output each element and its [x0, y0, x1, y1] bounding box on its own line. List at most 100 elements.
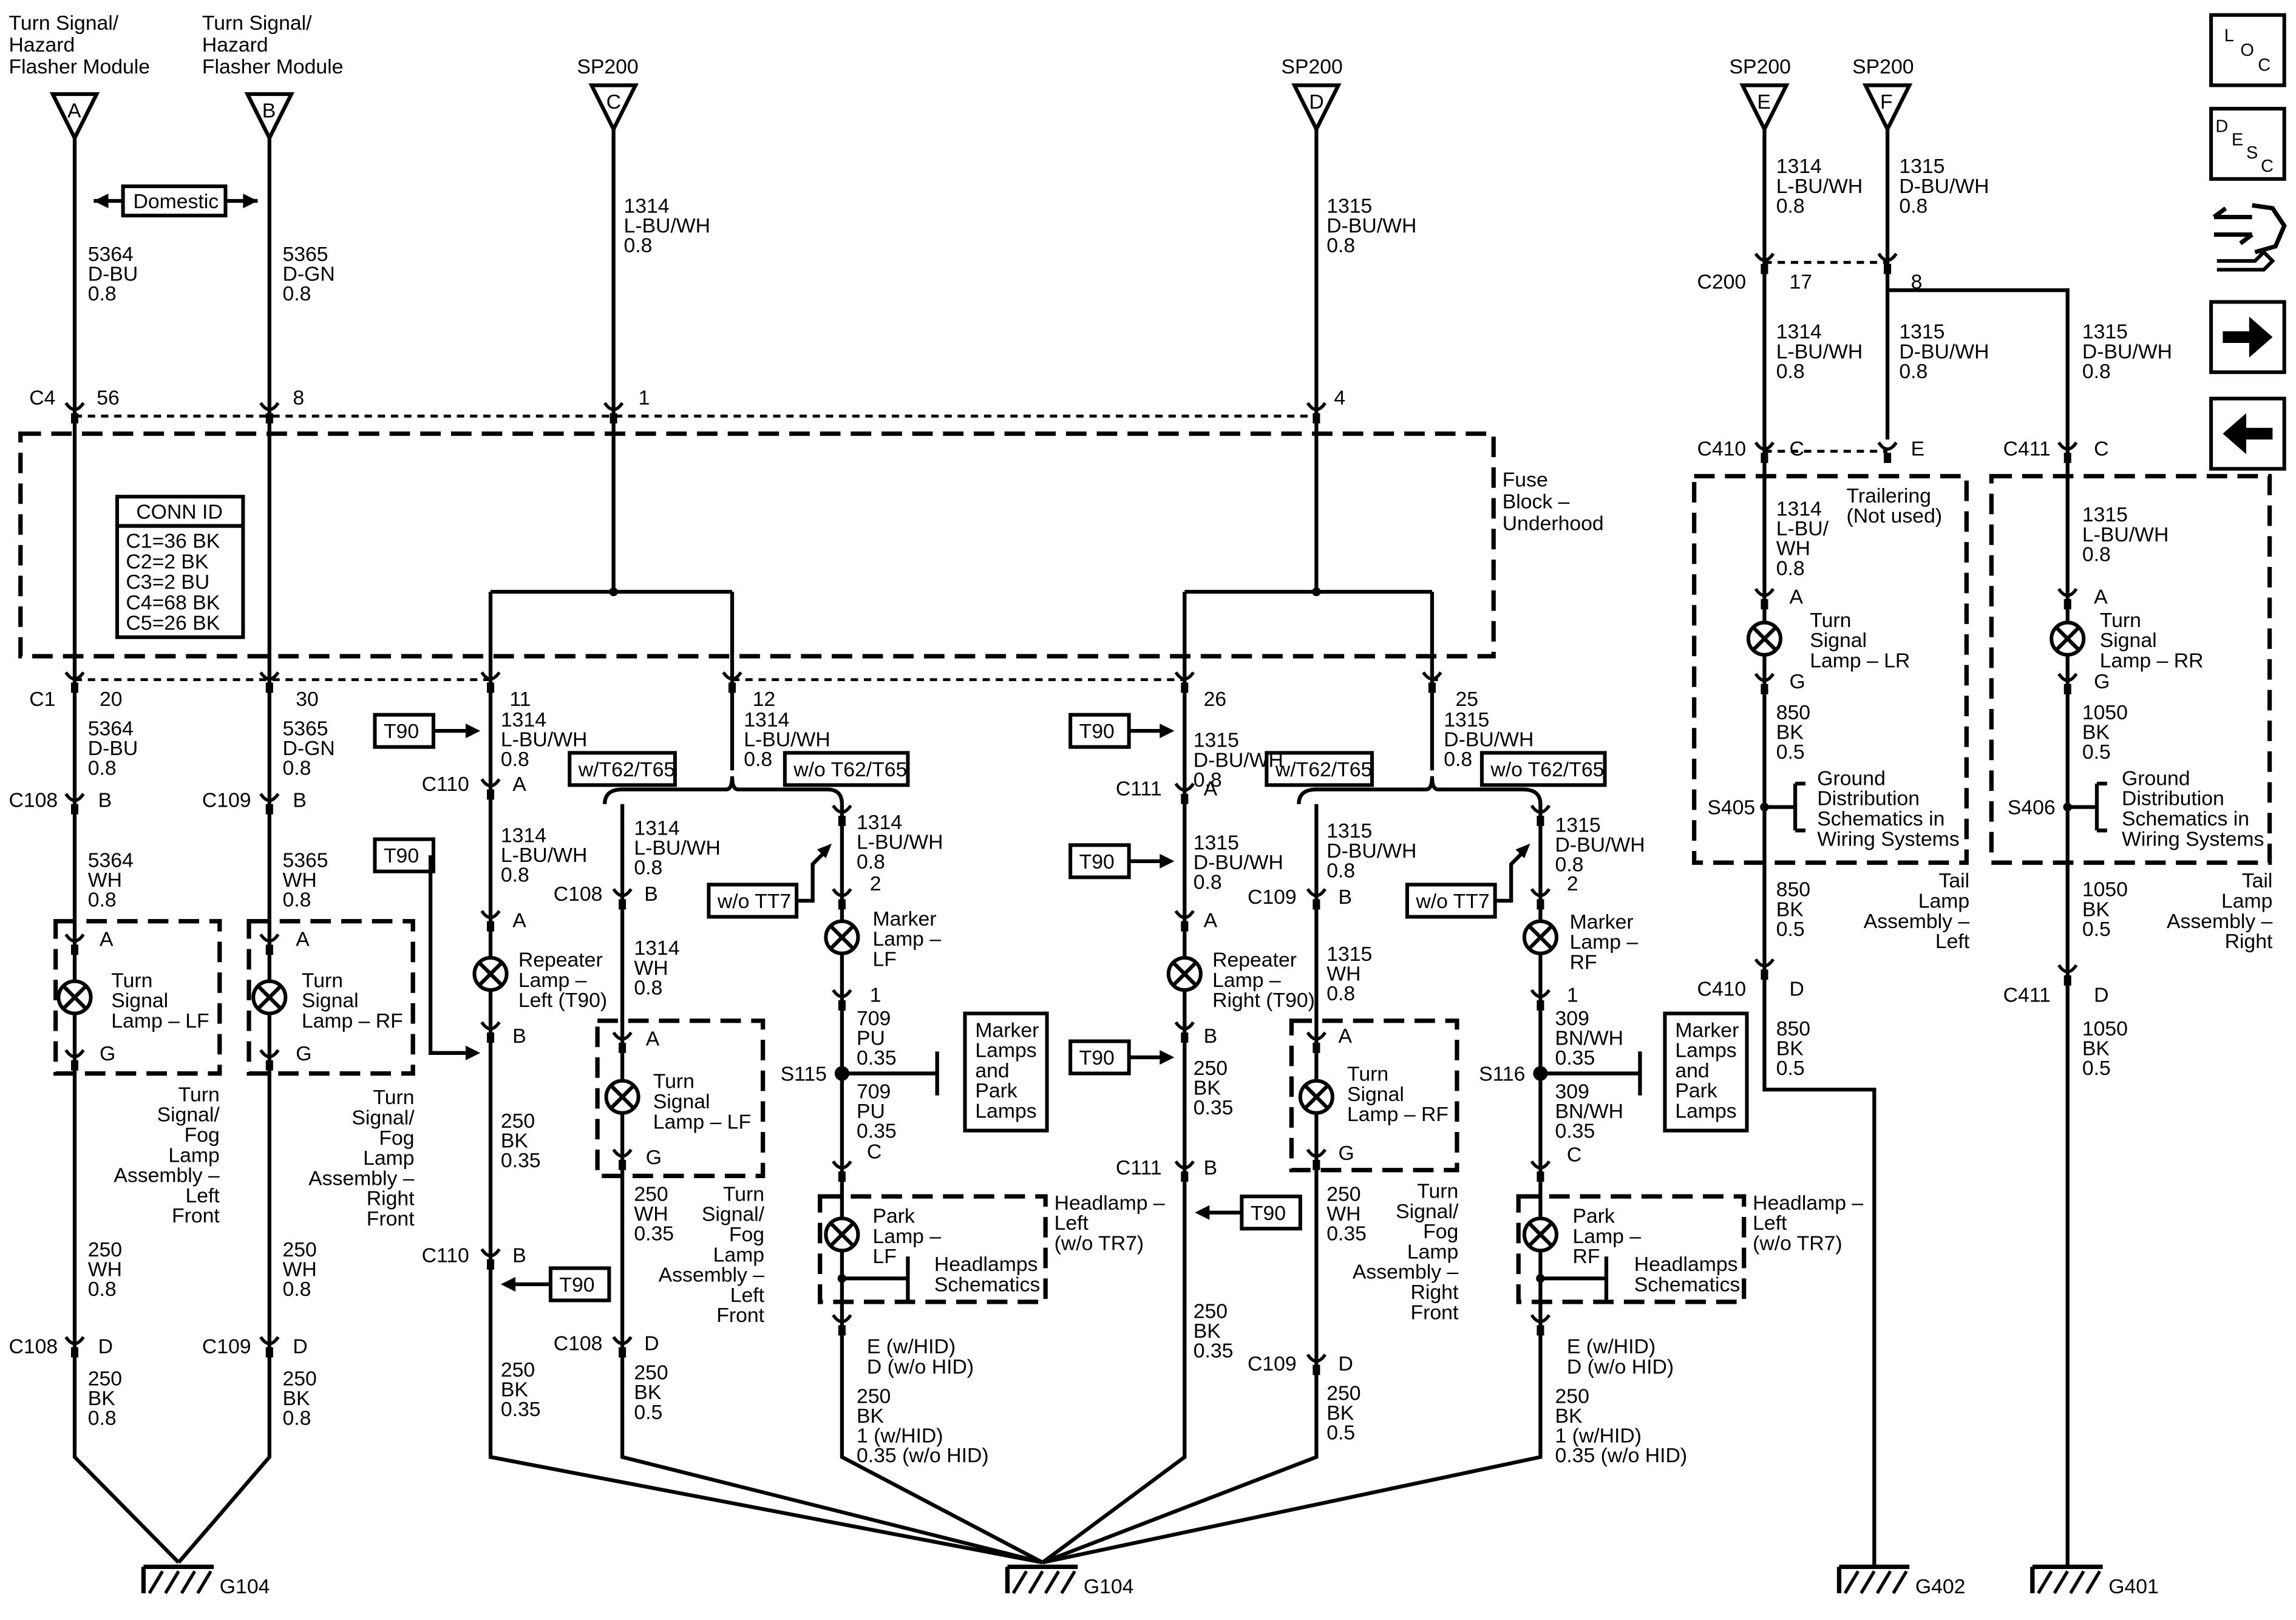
connector-label-p2-25: 2: [870, 872, 881, 895]
connector-label-pD-71: D: [1789, 978, 1804, 1001]
connector-label-pA-32: A: [512, 909, 526, 932]
conn-id-item-3: C3=2 BU: [126, 571, 209, 594]
connector-pin: [259, 1336, 280, 1358]
wire-c1-11: [488, 592, 1043, 1565]
branch-bracket-left: [603, 776, 844, 804]
connector-pin: [1877, 441, 1898, 463]
connector-label-p1-24: 1: [870, 983, 881, 1006]
connector-pin: [259, 671, 280, 693]
domestic-box: [121, 184, 228, 218]
ground-symbol-icon: G402: [1836, 1564, 1965, 1598]
connector-label-pD-57: D: [1339, 1352, 1353, 1375]
connector-wrench-icon[interactable]: [2212, 203, 2287, 272]
connector-label-pA-34: A: [1204, 909, 1218, 932]
connector-pin: [612, 1336, 633, 1358]
connector-label-pA-36: A: [646, 1028, 660, 1051]
sp200-f-triangle: [1862, 83, 1913, 134]
connector-pin: [1306, 888, 1327, 910]
connector-pin: [2057, 441, 2078, 463]
connector-pin: [64, 1336, 85, 1358]
wire-ts-lf-branch: [620, 804, 1044, 1565]
conn-id-box: CONN ID C1=36 BK C2=2 BK C3=2 BU C4=68 B…: [115, 495, 245, 639]
lamp-bulb-icon: [1522, 919, 1558, 955]
wire-ts-rf-branch: [1042, 804, 1319, 1565]
connector-pin: [832, 1160, 852, 1182]
connector-label-pD-53: D: [293, 1335, 307, 1358]
lamp-bulb-icon: [1746, 620, 1782, 657]
ground-label: G401: [2108, 1575, 2159, 1598]
connector-pin: [832, 1313, 852, 1336]
sp200-label-f: SP200: [1852, 55, 1914, 78]
wire-marker-rf-branch: [1042, 804, 1543, 1565]
prev-arrow-icon[interactable]: [2209, 396, 2286, 471]
sp200-e-triangle: [1739, 83, 1790, 134]
connector-label-pG-43: G: [2094, 670, 2110, 693]
connector-pin: [2057, 588, 2078, 609]
sp200-pin-f: F: [1880, 90, 1893, 114]
connector-label-dhid-61: D (w/o HID): [1567, 1355, 1674, 1378]
flasher-b-pin: B: [262, 100, 276, 123]
connector-label-pC-44: C: [867, 1140, 881, 1163]
connector-label-c108-20: C108: [554, 883, 603, 906]
connector-label-pA-38: A: [1339, 1025, 1353, 1048]
connector-pin: [722, 671, 742, 693]
hs-a-leader: [841, 1256, 910, 1301]
tail-r-assembly-box: [1989, 473, 2272, 865]
desc-icon[interactable]: D E S C: [2209, 107, 2286, 181]
connector-label-pC-69: C: [2094, 438, 2108, 461]
connector-label-c1_12-9: 12: [753, 688, 776, 711]
connector-pin: [1174, 1021, 1195, 1043]
lamp-bulb-icon: [1298, 1079, 1334, 1115]
connector-label-pB-13: B: [98, 789, 112, 812]
connector-pin: [64, 671, 85, 693]
domestic-label: Domestic: [133, 190, 219, 213]
connector-label-pB-15: B: [293, 789, 307, 812]
svg-text:T90: T90: [384, 720, 419, 743]
lamp-bulb-icon: [824, 1216, 860, 1253]
sp200-c-triangle: [588, 83, 639, 134]
connector-pin: [1754, 252, 1775, 274]
connector-label-c4_8-2: 8: [293, 386, 304, 409]
flasher-b-connector-triangle: [244, 92, 295, 143]
connector-pin: [259, 933, 280, 955]
connector-pin: [603, 402, 624, 424]
splice-s116: [1533, 1066, 1548, 1081]
component-label-trailering: Trailering(Not used): [1847, 484, 1943, 527]
ground-symbol-icon: G401: [2030, 1564, 2159, 1598]
connector-label-pA-28: A: [100, 928, 114, 951]
connector-label-pA-40: A: [1789, 585, 1803, 608]
connector-label-pG-31: G: [296, 1042, 311, 1065]
connector-label-c1_25-11: 25: [1456, 688, 1479, 711]
lamp-bulb-icon: [2050, 620, 2086, 657]
conn-id-item-5: C5=26 BK: [126, 612, 220, 635]
connector-label-pB-21: B: [644, 883, 658, 906]
connector-label-pB-47: B: [1204, 1156, 1218, 1179]
wire-5365: [177, 138, 271, 1564]
loc-icon[interactable]: L O C: [2209, 13, 2286, 87]
connector-label-c200_8-64: 8: [1911, 271, 1923, 294]
conn-id-item-4: C4=68 BK: [126, 591, 220, 614]
next-arrow-icon[interactable]: [2209, 300, 2286, 374]
